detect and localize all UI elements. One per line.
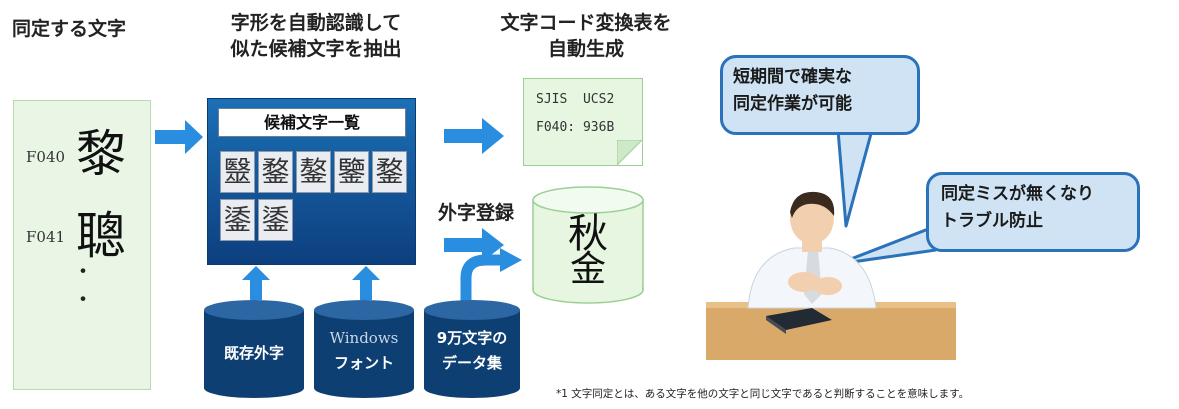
source-dataset-label: データ集 (441, 354, 502, 372)
person-at-desk-illustration (706, 191, 956, 360)
header-table-line2: 自動生成 (547, 38, 624, 60)
database-cylinder-icon (314, 300, 414, 398)
bubble-bottom-line1: 同定ミスが無くなり (941, 184, 1094, 204)
speech-bubble-top: 短期間で確実な 同定作業が可能 (720, 55, 920, 135)
header-identify: 同定する文字 (12, 18, 127, 40)
candidate-char: 鋈 (220, 199, 255, 241)
arrow-right-icon (444, 118, 504, 154)
arrow-right-icon (444, 228, 504, 262)
source-90k-label: 9万文字の (436, 329, 508, 347)
arrow-up-icon (242, 266, 270, 300)
ellipsis-dot-2: ・ (72, 288, 95, 313)
candidate-list-title: 候補文字一覧 (218, 108, 406, 137)
curved-arrow-icon (460, 248, 522, 302)
gaiji-register-label: 外字登録 (438, 202, 515, 224)
page-fold-icon (617, 140, 642, 165)
header-extract-line2: 似た候補文字を抽出 (230, 38, 402, 60)
gaiji-database-cylinder-icon (532, 186, 644, 304)
ellipsis-dot-1: ・ (72, 260, 95, 285)
speech-bubble-bottom: 同定ミスが無くなり トラブル防止 (926, 172, 1140, 252)
candidate-char: 毉 (220, 151, 255, 193)
database-cylinder-icon (204, 300, 304, 398)
arrow-right-icon (155, 120, 203, 154)
source-char-2: 聰 (76, 207, 126, 265)
source-code-1: F040 (26, 148, 66, 166)
arrow-up-icon (352, 266, 380, 300)
bubble-top-line2: 同定作業が可能 (733, 94, 852, 114)
candidate-char: 鍪 (372, 151, 407, 193)
header-table: 文字コード変換表を 自動生成 (474, 10, 698, 62)
candidate-char: 鋈 (258, 199, 293, 241)
source-characters-panel (13, 100, 151, 390)
candidate-char: 鍪 (258, 151, 293, 193)
database-cylinder-icon (424, 300, 520, 398)
source-char-1: 黎 (76, 125, 126, 183)
candidate-char: 鑒 (334, 151, 369, 193)
bubble-top-line1: 短期間で確実な (733, 67, 852, 87)
header-extract: 字形を自動認識して 似た候補文字を抽出 (196, 10, 436, 62)
footnote: *1 文字同定とは、ある文字を他の文字と同じ文字であると判断することを意味します… (556, 388, 970, 400)
table-mapping-row: F040: 936B (536, 120, 615, 135)
source-code-2: F041 (26, 228, 66, 246)
registered-char-bottom: 金 (569, 249, 606, 290)
source-windows-label: Windows (329, 329, 399, 347)
header-extract-line1: 字形を自動認識して (230, 12, 402, 34)
header-table-line1: 文字コード変換表を (500, 12, 672, 34)
registered-char-top: 秋 (568, 211, 608, 257)
bubble-bottom-line2: トラブル防止 (941, 211, 1043, 231)
table-header-row: SJIS UCS2 (536, 92, 615, 107)
source-font-label: フォント (333, 354, 394, 372)
candidate-char: 鏊 (296, 151, 331, 193)
source-existing-gaiji: 既存外字 (223, 344, 284, 362)
